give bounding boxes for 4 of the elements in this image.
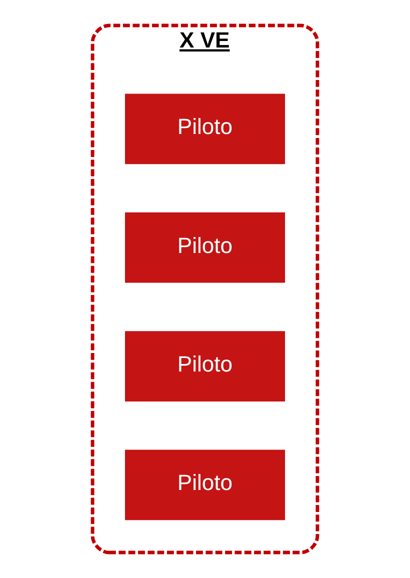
node-box: Piloto <box>124 94 286 164</box>
node-box: Piloto <box>124 212 286 283</box>
node-box: Piloto <box>124 331 286 402</box>
node-box: Piloto <box>124 450 286 520</box>
